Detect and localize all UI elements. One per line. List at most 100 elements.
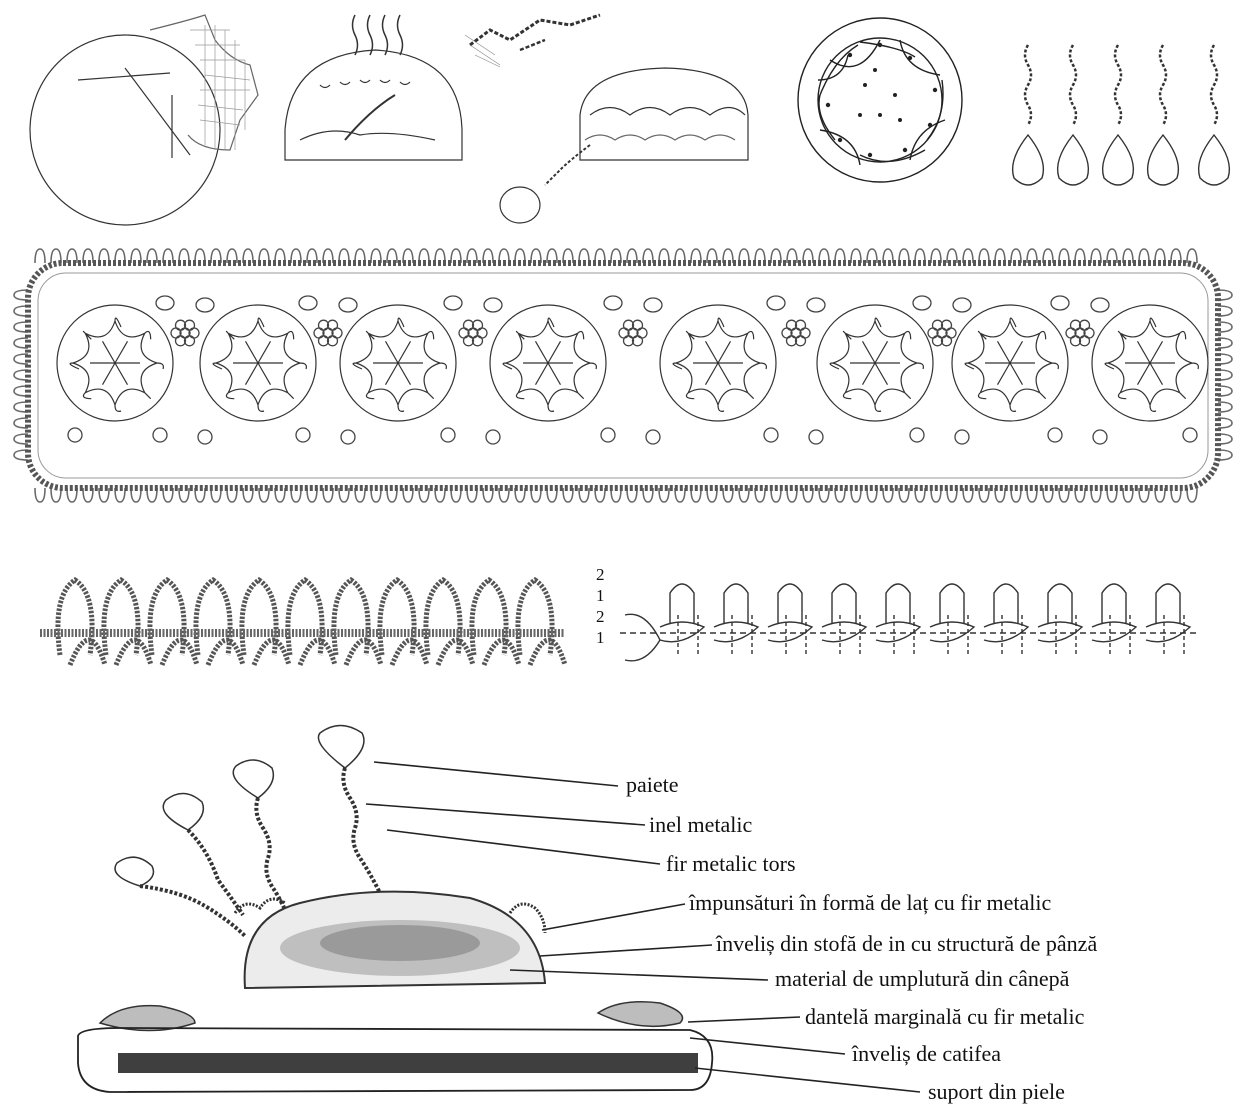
sketch-pendants: [1013, 45, 1230, 185]
bead-bottom: [153, 428, 167, 442]
medallion-spokes: [693, 341, 743, 384]
bead-bottom: [764, 428, 778, 442]
bead-top: [1091, 298, 1109, 312]
braid-loop-lower: [484, 640, 519, 665]
schematic-loop: [994, 584, 1018, 623]
braid-loop-lower: [392, 640, 427, 665]
medallion-spokes: [523, 341, 573, 384]
bead-bottom: [955, 430, 969, 444]
bead-bottom: [1183, 428, 1197, 442]
schematic-dashes: [894, 615, 914, 655]
medallion-spokes: [985, 341, 1035, 384]
braid-loop: [288, 580, 322, 655]
schematic-loop: [1156, 584, 1180, 623]
label-suport-piele: suport din piele: [928, 1081, 1065, 1103]
medallion-net: [353, 318, 446, 411]
medallion-net: [213, 318, 306, 411]
schematic-dashes: [786, 615, 806, 655]
bead-top: [156, 296, 174, 310]
bead-bottom: [341, 430, 355, 444]
braid-loop: [334, 580, 368, 655]
top-sketches: [0, 0, 1245, 230]
bead-top: [913, 296, 931, 310]
border-loop-bottom: [35, 488, 45, 502]
cross-section-drawing: [0, 718, 1245, 1118]
label-paiete: paiete: [626, 774, 679, 796]
cs-leather-support: [118, 1053, 698, 1073]
medallion-spokes: [373, 341, 423, 384]
medallion-net: [503, 318, 596, 411]
bead-bottom: [1048, 428, 1062, 442]
layer-number-1: 2: [596, 566, 605, 583]
braid-loop: [242, 580, 276, 655]
bead-top: [644, 298, 662, 312]
braid-drawing-left: [58, 580, 565, 665]
band-border-loops: [14, 249, 1232, 502]
schematic-loop: [832, 584, 856, 623]
schematic-loop: [1048, 584, 1072, 623]
schematic-dashes: [678, 615, 698, 655]
medallion-spokes: [233, 341, 283, 384]
medallion-net: [1105, 318, 1198, 411]
braid-loop-lower: [116, 640, 151, 665]
braid-loop-lower: [254, 640, 289, 665]
layer-number-2: 1: [596, 587, 605, 604]
label-dantela: dantelă marginală cu fir metalic: [805, 1006, 1084, 1028]
braid-loop-lower: [162, 640, 197, 665]
medallion-net: [830, 318, 923, 411]
medallion-net: [673, 318, 766, 411]
schematic-dashes: [732, 615, 752, 655]
bead-top: [339, 298, 357, 312]
schematic-loop: [778, 584, 802, 623]
sketch-circle-threads: [30, 15, 258, 225]
bead-top: [1051, 296, 1069, 310]
braid-loop: [426, 580, 460, 655]
bead-top: [484, 298, 502, 312]
schematic-loop: [724, 584, 748, 623]
bead-bottom: [486, 430, 500, 444]
label-fir-metalic-tors: fir metalic tors: [666, 853, 796, 875]
bead-bottom: [68, 428, 82, 442]
schematic-dashes: [1164, 615, 1184, 655]
medallion-spokes: [1125, 341, 1175, 384]
braid-loop-lower: [438, 640, 473, 665]
bead-bottom: [601, 428, 615, 442]
bead-bottom: [1093, 430, 1107, 444]
label-invelis-stofa: înveliș din stofă de in cu structură de …: [716, 933, 1097, 955]
band-outer-edge: [28, 263, 1218, 488]
braid-schematic-right: [620, 584, 1200, 661]
schematic-loop: [1102, 584, 1126, 623]
bead-top: [604, 296, 622, 310]
sketch-dots: [826, 43, 937, 157]
bead-top: [953, 298, 971, 312]
braid-loop: [472, 580, 506, 655]
braid-loop: [380, 580, 414, 655]
schematic-dashes: [1056, 615, 1076, 655]
cs-dome: [235, 892, 545, 988]
medallion-spokes: [90, 341, 140, 384]
schematic-dashes: [840, 615, 860, 655]
braid-loop: [150, 580, 184, 655]
braid-section: [0, 555, 1245, 685]
sketch-half-dome: [285, 15, 462, 160]
label-impunsaturi: împunsături în formă de laț cu fir metal…: [689, 892, 1051, 914]
cs-lace-right: [598, 1002, 683, 1027]
layer-number-3: 2: [596, 608, 605, 625]
bead-top: [807, 298, 825, 312]
braid-loop: [196, 580, 230, 655]
schematic-start: [625, 614, 660, 661]
layer-number-4: 1: [596, 629, 605, 646]
schematic-dashes: [948, 615, 968, 655]
border-loop-top: [35, 249, 45, 263]
label-invelis-catifea: înveliș de catifea: [852, 1043, 1001, 1065]
schematic-loop: [886, 584, 910, 623]
braid-loop-lower: [300, 640, 335, 665]
braid-loop: [58, 580, 92, 655]
bead-bottom: [296, 428, 310, 442]
sketch-dotted-circle: [798, 18, 962, 182]
medallion-spokes: [850, 341, 900, 384]
bead-top: [444, 296, 462, 310]
bead-top: [299, 296, 317, 310]
braid-loop-lower: [346, 640, 381, 665]
bead-bottom: [910, 428, 924, 442]
